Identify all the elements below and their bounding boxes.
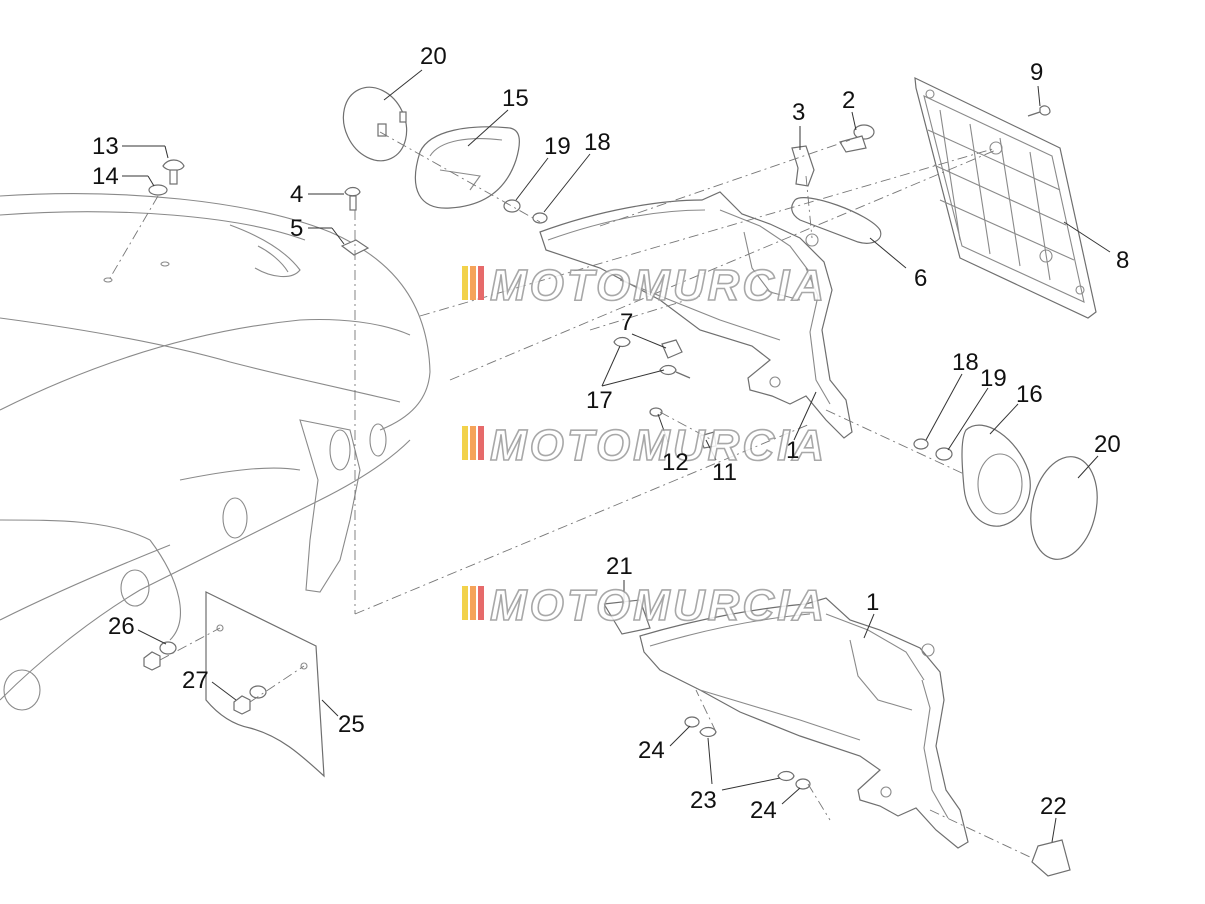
callout-4: 4 — [290, 181, 303, 208]
callout-20-right: 20 — [1094, 431, 1121, 458]
watermark-stripe-3 — [478, 266, 484, 300]
callout-16: 16 — [1016, 381, 1043, 408]
screw-23a — [699, 726, 717, 738]
callout-1-upper: 1 — [786, 437, 799, 464]
assembly-lines — [109, 131, 1033, 859]
watermark-stripe-1 — [462, 266, 468, 300]
screw-17b — [659, 364, 691, 379]
screw-4 — [344, 186, 361, 211]
watermark-stripe-3 — [478, 426, 484, 460]
clip-11 — [699, 431, 717, 449]
callout-2: 2 — [842, 87, 855, 114]
license-plate-25 — [205, 591, 325, 778]
washer-14 — [148, 184, 168, 196]
washer-27 — [249, 685, 267, 699]
watermark-stripe-3 — [478, 586, 484, 620]
callout-labels: 20 15 19 18 3 2 9 13 14 4 5 6 8 7 17 12 … — [92, 43, 1129, 824]
callout-18-right: 18 — [952, 349, 979, 376]
callout-7: 7 — [620, 309, 633, 336]
nut-27 — [233, 695, 251, 715]
gasket-6 — [791, 197, 882, 244]
washer-7 — [661, 339, 683, 359]
leader-lines — [122, 69, 1111, 843]
bracket-1-upper — [539, 191, 853, 439]
watermark-stripe-1 — [462, 426, 468, 460]
screw-9 — [1027, 105, 1051, 117]
lens-20-top — [342, 86, 408, 162]
callout-11: 11 — [712, 459, 737, 486]
callout-6: 6 — [914, 265, 927, 292]
lens-20-right — [1030, 456, 1098, 560]
screw-17a — [613, 336, 631, 348]
callout-8: 8 — [1116, 247, 1129, 274]
callout-22: 22 — [1040, 793, 1067, 820]
washer-26 — [159, 641, 177, 655]
callout-17: 17 — [586, 387, 613, 414]
reflector-21 — [603, 599, 651, 635]
callout-12: 12 — [662, 449, 689, 476]
watermark-stripe-2 — [470, 426, 476, 460]
callout-25: 25 — [338, 711, 365, 738]
light-housing-15 — [414, 126, 520, 209]
cap-22 — [1031, 839, 1071, 877]
callout-5: 5 — [290, 215, 303, 242]
bracket-1-lower — [639, 597, 969, 849]
washer-24b — [795, 778, 811, 790]
bolt-2 — [839, 124, 875, 153]
callout-21: 21 — [606, 553, 633, 580]
light-unit-16 — [961, 424, 1031, 527]
nut-18-right — [913, 438, 929, 450]
washer-12 — [649, 407, 663, 417]
watermark-text: MOTOMURCIA — [490, 261, 827, 310]
washer-19-right — [935, 447, 953, 461]
screw-13 — [162, 159, 185, 185]
plate-holder-8 — [914, 76, 1097, 319]
washer-19-top — [503, 199, 521, 213]
callout-20-top: 20 — [420, 43, 447, 70]
callout-13: 13 — [92, 133, 119, 160]
callout-24-left: 24 — [638, 737, 665, 764]
watermark-text: MOTOMURCIA — [490, 581, 827, 630]
washer-24a — [684, 716, 700, 728]
nut-26 — [143, 651, 161, 671]
clip-nut-5 — [340, 239, 370, 256]
callout-1-lower: 1 — [866, 589, 879, 616]
watermark-bottom: MOTOMURCIA — [462, 580, 827, 631]
watermark-top: MOTOMURCIA — [462, 260, 827, 311]
callout-15: 15 — [502, 85, 529, 112]
watermark-middle: MOTOMURCIA — [462, 420, 827, 471]
callout-24-right: 24 — [750, 797, 777, 824]
callout-19-right: 19 — [980, 365, 1007, 392]
watermark-text: MOTOMURCIA — [490, 421, 827, 470]
watermark-stripe-2 — [470, 586, 476, 620]
callout-14: 14 — [92, 163, 119, 190]
watermark-stripe-1 — [462, 586, 468, 620]
clip-3 — [791, 145, 815, 187]
callout-9: 9 — [1030, 59, 1043, 86]
callout-27: 27 — [182, 667, 209, 694]
callout-23: 23 — [690, 787, 717, 814]
callout-18-top: 18 — [584, 129, 611, 156]
callout-19-top: 19 — [544, 133, 571, 160]
watermark-stripe-2 — [470, 266, 476, 300]
callout-26: 26 — [108, 613, 135, 640]
screw-23b — [777, 770, 795, 782]
callout-3: 3 — [792, 99, 805, 126]
